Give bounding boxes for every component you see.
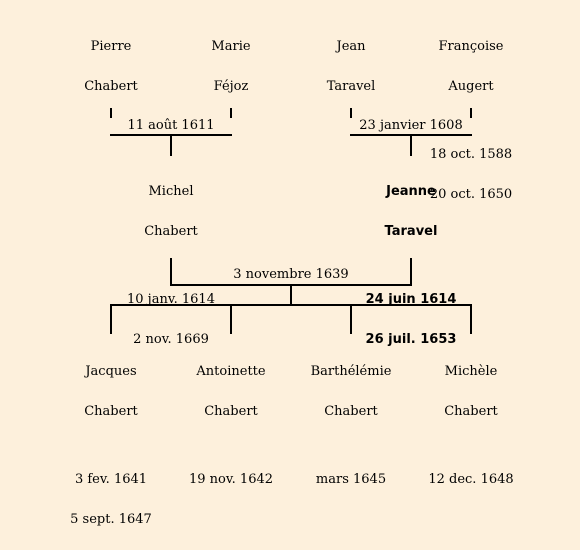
person-first-name: Michel [148, 184, 194, 199]
person-last-name: Chabert [84, 79, 138, 94]
person-first-name: Françoise [438, 39, 504, 54]
person-last-name: Taravel [384, 224, 438, 239]
person-barthelemie-chabert: Barthélémie Chabert mars 1645 [281, 342, 421, 510]
person-birth-date: 18 oct. 1588 [429, 147, 513, 162]
person-first-name: Jean [336, 39, 366, 54]
tree-connectors [110, 108, 472, 334]
person-francoise-augert: Françoise Augert 18 oct. 1588 20 oct. 16… [401, 17, 541, 225]
person-birth-date: 10 janv. 1614 [127, 292, 215, 307]
person-last-name: Chabert [444, 404, 498, 419]
person-first-name: Barthélémie [310, 364, 392, 379]
person-last-name: Augert [448, 79, 494, 94]
marriage-date-taravel-augert: 23 janvier 1608 [329, 118, 493, 134]
person-jeanne-taravel: Jeanne Taravel 24 juin 1614 26 juil. 165… [341, 162, 481, 370]
person-antoinette-chabert: Antoinette Chabert 19 nov. 1642 [161, 342, 301, 510]
person-jacques-chabert: Jacques Chabert 3 fev. 1641 5 sept. 1647 [41, 342, 181, 550]
person-last-name: Chabert [324, 404, 378, 419]
person-first-name: Pierre [90, 39, 132, 54]
person-last-name: Chabert [204, 404, 258, 419]
person-birth-date: 12 dec. 1648 [428, 472, 514, 487]
person-birth-date: 19 nov. 1642 [188, 472, 274, 487]
person-death-date: 26 juil. 1653 [365, 332, 457, 347]
person-first-name: Jacques [85, 364, 137, 379]
person-last-name: Chabert [84, 404, 138, 419]
person-first-name: Michèle [444, 364, 498, 379]
person-death-date: 2 nov. 1669 [133, 332, 209, 347]
person-pierre-chabert: Pierre Chabert [41, 17, 181, 117]
person-michel-chabert: Michel Chabert 10 janv. 1614 2 nov. 1669 [101, 162, 241, 370]
person-marie-fejoz: Marie Féjoz [161, 17, 301, 117]
person-last-name: Féjoz [213, 79, 249, 94]
person-death-date: 20 oct. 1650 [429, 187, 513, 202]
family-tree: Pierre Chabert Marie Féjoz Jean Taravel … [41, 17, 541, 527]
marriage-date-chabert-fejoz: 11 août 1611 [89, 118, 253, 134]
person-birth-date: 24 juin 1614 [365, 292, 457, 307]
person-jean-taravel: Jean Taravel [281, 17, 421, 117]
person-death-date: 5 sept. 1647 [70, 512, 152, 527]
person-birth-date: mars 1645 [315, 472, 387, 487]
person-first-name: Antoinette [196, 364, 266, 379]
person-first-name: Jeanne [386, 184, 436, 199]
person-first-name: Marie [211, 39, 251, 54]
person-last-name: Chabert [144, 224, 198, 239]
person-michele-chabert: Michèle Chabert 12 dec. 1648 [401, 342, 541, 510]
person-birth-date: 3 fev. 1641 [74, 472, 148, 487]
person-last-name: Taravel [326, 79, 376, 94]
marriage-date-michel-jeanne: 3 novembre 1639 [209, 267, 373, 283]
